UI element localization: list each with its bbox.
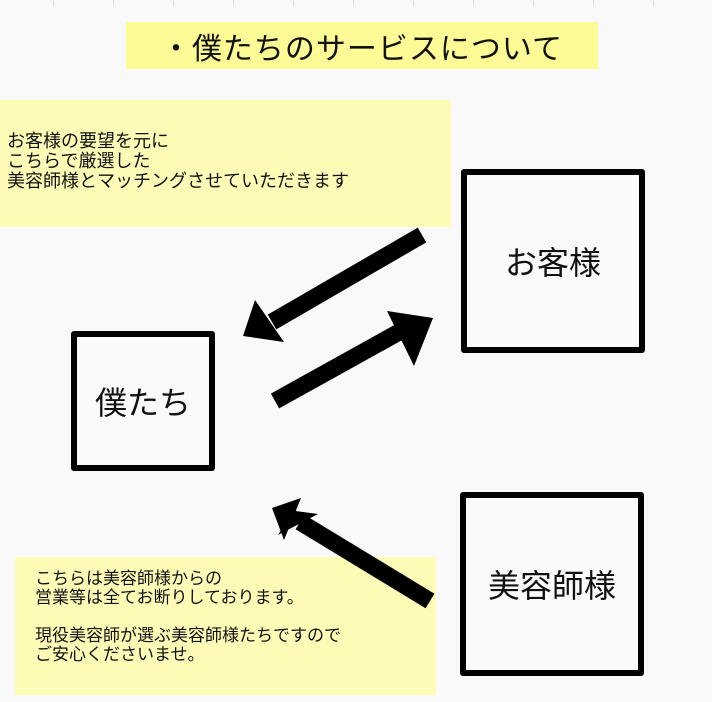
policy-description-note: こちらは美容師様からの 営業等は全てお断りしております。 現役美容師が選ぶ美容師… (15, 557, 436, 695)
matching-description-note: お客様の要望を元に こちらで厳選した 美容師様とマッチングさせていただきます (0, 100, 451, 227)
node-customer-label: お客様 (504, 244, 601, 282)
node-us-label: 僕たち (94, 384, 191, 422)
ruler-tick (413, 0, 414, 6)
ruler-tick (473, 0, 474, 6)
arrow-left-down-icon (243, 227, 427, 342)
node-stylist: 美容師様 (460, 492, 644, 676)
ruler-tick (293, 0, 294, 6)
arrow-right-up-icon (270, 311, 433, 409)
page-title: ・僕たちのサービスについて (126, 22, 598, 69)
ruler-tick (53, 0, 54, 6)
ruler-tick (233, 0, 234, 6)
node-us: 僕たち (71, 331, 215, 471)
ruler-tick (533, 0, 534, 6)
ruler-tick (113, 0, 114, 6)
ruler-tick (653, 0, 654, 6)
ruler-tick (353, 0, 354, 6)
node-stylist-label: 美容師様 (487, 567, 616, 605)
ruler-tick (173, 0, 174, 6)
node-customer: お客様 (461, 169, 645, 353)
ruler-tick (593, 0, 594, 6)
